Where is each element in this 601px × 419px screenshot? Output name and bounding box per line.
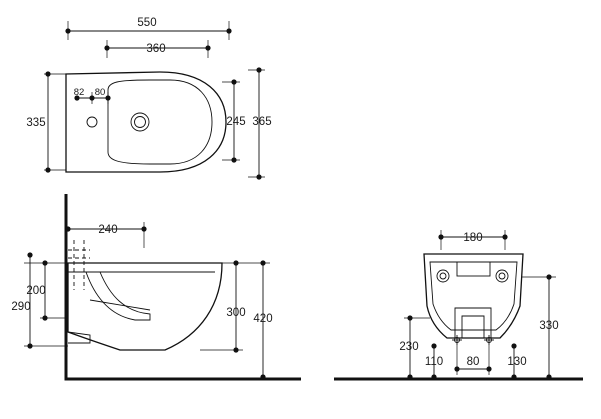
dim-360-label: 360 [146, 43, 165, 55]
dim-300-label: 300 [226, 307, 245, 319]
front-view-outlet-inner [461, 315, 485, 338]
front-view-fixing-right-icon [495, 269, 509, 283]
dim-180-label: 180 [463, 232, 482, 244]
supply-left-crosshair-icon [452, 335, 462, 345]
dim-80-label: 80 [95, 87, 106, 98]
drain-icon [130, 112, 150, 132]
tap-hole-icon [86, 116, 98, 128]
side-view-body [67, 262, 223, 351]
dim-420-label: 420 [253, 313, 272, 325]
dim-230-label: 230 [399, 341, 418, 353]
front-view-body [423, 253, 524, 339]
top-view-outline [65, 71, 227, 173]
front-view-fixing-right-inner-icon [498, 272, 506, 280]
top-view: 550 360 335 82 80 245 365 [26, 17, 272, 180]
dim-290-label: 290 [11, 301, 30, 313]
front-view-bowl [429, 261, 518, 331]
top-view-bowl [107, 79, 213, 165]
front-view-bracket-plate [456, 261, 491, 277]
drain-inner-icon [134, 116, 146, 128]
dim-130-label: 130 [507, 356, 526, 368]
front-view-outlet [454, 307, 492, 338]
dim-200-label: 200 [26, 285, 45, 297]
dim-330-label: 330 [539, 320, 558, 332]
dim-365-label: 365 [252, 116, 271, 128]
front-view: 180 330 230 110 80 130 [334, 230, 583, 381]
dim-245-label: 245 [226, 116, 245, 128]
dim-335-label: 335 [26, 117, 45, 129]
side-view: 240 200 290 300 420 [11, 194, 301, 381]
supply-right-crosshair-icon [484, 335, 494, 345]
dim-110-label: 110 [425, 356, 443, 368]
dim-550-label: 550 [137, 17, 156, 29]
side-view-bracket [67, 331, 91, 344]
dim-82-label: 82 [74, 87, 85, 98]
side-view-wall-floor [64, 194, 301, 381]
side-view-bowl-curve [85, 271, 151, 321]
front-view-fixing-left-icon [436, 269, 450, 283]
side-view-outlet [89, 299, 151, 311]
dim-240-label: 240 [98, 224, 117, 236]
front-view-fixing-left-inner-icon [439, 272, 447, 280]
dim-80-label: 80 [467, 356, 480, 368]
